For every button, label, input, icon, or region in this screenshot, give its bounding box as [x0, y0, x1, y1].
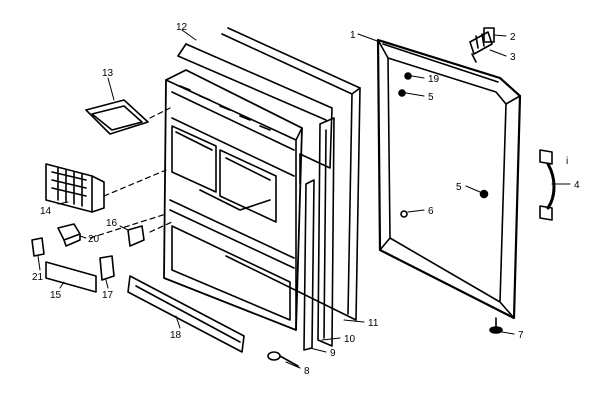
callout-8: 8: [304, 366, 310, 377]
screw-5-center: [479, 189, 489, 199]
callout-12: 12: [176, 22, 188, 33]
callout-17: 17: [102, 290, 114, 301]
screw-5-upper: [398, 89, 406, 97]
hinge-bracket: [469, 31, 493, 63]
callout-14: 14: [40, 206, 52, 217]
callout-20: 20: [88, 234, 100, 245]
callout-15: 15: [50, 290, 62, 301]
callout-5-upper: 5: [428, 92, 434, 103]
callout-labels: 1 2 3 4 i 19 5 5 6 7 8 9 10 11 12 13 14 …: [32, 22, 580, 377]
butter-compartment-door: [85, 99, 149, 135]
door-frame: [177, 43, 333, 185]
callout-7: 7: [518, 330, 524, 341]
callout-19: 19: [428, 74, 440, 85]
seal-strip: [303, 179, 315, 351]
callout-16: 16: [106, 218, 118, 229]
shelf-bracket-16: [127, 225, 145, 247]
door-gasket: [221, 27, 361, 321]
shelf-front-small: [45, 261, 97, 293]
callout-4: 4: [574, 180, 580, 191]
callout-i: i: [566, 156, 568, 167]
callout-2: 2: [510, 32, 516, 43]
door-handle: [539, 149, 556, 221]
shelf-clip: [57, 223, 81, 247]
callout-9: 9: [330, 348, 336, 359]
callout-1: 1: [350, 30, 356, 41]
shelf-bracket-17: [99, 255, 115, 281]
inner-door-liner: [163, 69, 303, 331]
callout-6: 6: [428, 206, 434, 217]
bottom-hinge-pin: [489, 317, 503, 334]
callout-18: 18: [170, 330, 182, 341]
shelf-front-long: [127, 275, 245, 353]
alignment-leader-lines: [89, 107, 173, 239]
screw-19: [404, 72, 412, 80]
dairy-compartment: [45, 163, 105, 213]
callout-11: 11: [368, 318, 379, 329]
callout-10: 10: [344, 334, 356, 345]
callout-13: 13: [102, 68, 114, 79]
callout-21: 21: [32, 272, 44, 283]
outer-door-panel: [376, 38, 522, 320]
callout-3: 3: [510, 52, 516, 63]
callout-5-center: 5: [456, 182, 462, 193]
screw-6: [400, 210, 408, 218]
retainer-clip: [31, 237, 45, 257]
plug-button: [267, 351, 299, 367]
callout-leaders: [37, 29, 571, 369]
breaker-strip: [317, 117, 335, 347]
